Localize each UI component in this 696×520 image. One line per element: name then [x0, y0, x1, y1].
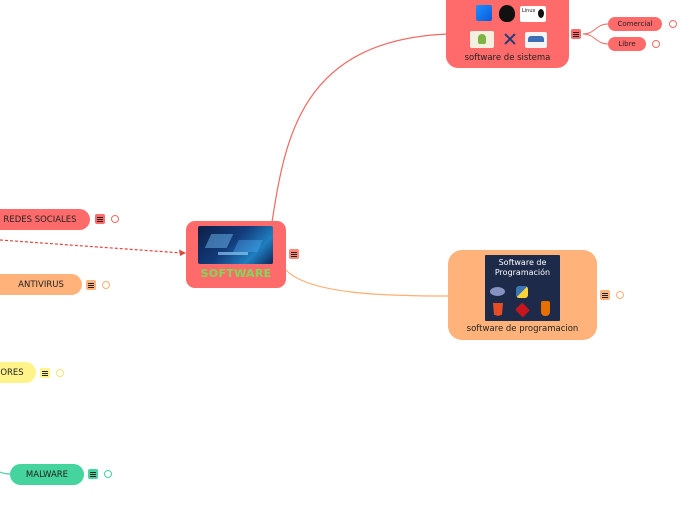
programacion-node[interactable]: Software de Programación software de pro…	[448, 250, 597, 340]
cpp-icon	[540, 286, 553, 295]
link-arrowhead	[179, 249, 186, 256]
redes-collapse-icon[interactable]	[111, 215, 119, 223]
tux-icon	[538, 9, 544, 18]
antivirus-node[interactable]: ANTIVIRUS	[0, 274, 82, 295]
sistema-node[interactable]: Linux software de sistema	[446, 0, 569, 68]
redes-sociales-node[interactable]: REDES SOCIALES	[0, 209, 90, 230]
link-sistema-comercial	[582, 23, 609, 35]
child-libre[interactable]: Libre	[608, 37, 646, 51]
redes-notes-icon[interactable]	[95, 214, 105, 224]
root-image	[198, 226, 273, 264]
libre-collapse-icon[interactable]	[652, 40, 660, 48]
ores-collapse-icon[interactable]	[56, 369, 64, 377]
tools-icon	[503, 32, 517, 46]
java-icon	[541, 301, 550, 316]
html5-icon	[493, 303, 503, 316]
comercial-collapse-icon[interactable]	[669, 20, 677, 28]
programacion-label: software de programacion	[466, 324, 579, 334]
child-comercial[interactable]: Comercial	[608, 17, 662, 31]
sistema-notes-icon[interactable]	[571, 29, 581, 39]
link-root-sistema	[271, 33, 449, 223]
programacion-image: Software de Programación	[485, 255, 560, 321]
network-icon	[525, 32, 547, 48]
link-redes-root-dashed	[0, 239, 183, 254]
sistema-label: software de sistema	[464, 53, 551, 63]
ores-notes-icon[interactable]	[40, 368, 50, 378]
programacion-notes-icon[interactable]	[600, 290, 610, 300]
root-notes-icon[interactable]	[289, 249, 299, 259]
android-icon	[470, 31, 494, 48]
linux-logo-text: Linux	[522, 8, 536, 14]
python-icon	[516, 286, 528, 298]
linux-logo: Linux	[520, 6, 546, 22]
programacion-collapse-icon[interactable]	[616, 291, 624, 299]
antivirus-collapse-icon[interactable]	[102, 281, 110, 289]
link-sistema-libre	[582, 33, 609, 45]
malware-collapse-icon[interactable]	[104, 470, 112, 478]
php-icon	[490, 287, 505, 296]
programacion-image-title-line2: Programación	[494, 268, 551, 277]
antivirus-notes-icon[interactable]	[86, 280, 96, 290]
apple-icon	[499, 5, 515, 22]
windows-icon	[476, 5, 492, 21]
ruby-icon	[515, 302, 530, 318]
ores-node[interactable]: ORES	[0, 362, 36, 383]
malware-node[interactable]: MALWARE	[10, 464, 84, 485]
link-root-programacion	[285, 269, 451, 297]
programacion-image-title-line1: Software de	[498, 258, 547, 267]
malware-notes-icon[interactable]	[88, 469, 98, 479]
root-node[interactable]: SOFTWARE	[186, 221, 286, 288]
root-title: SOFTWARE	[200, 267, 272, 280]
